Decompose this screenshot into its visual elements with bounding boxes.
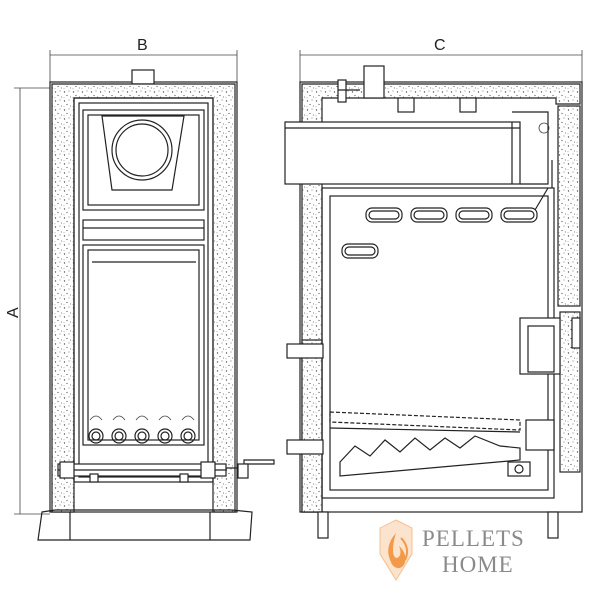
logo-line1: PELLETS (422, 526, 525, 551)
air-channels (341, 207, 538, 259)
dimension-a-label: A (5, 307, 22, 318)
flue-opening (111, 119, 173, 181)
ash-pan (339, 435, 521, 477)
dimension-c: C (299, 37, 583, 82)
front-base (37, 509, 253, 541)
dimension-c-label: C (434, 37, 446, 54)
logo-line2: HOME (442, 552, 514, 577)
flue-box (284, 121, 521, 185)
front-view: A B (5, 37, 275, 541)
pellets-home-logo: PELLETS HOME (379, 519, 525, 581)
flame-icon (379, 519, 413, 581)
dimension-a: A (5, 87, 50, 515)
water-connection (286, 343, 324, 359)
air-inlet-holes (88, 415, 196, 444)
dimension-b-label: B (137, 37, 148, 54)
side-view: C (284, 37, 583, 539)
dimension-b: B (49, 37, 238, 82)
grate (329, 411, 521, 433)
